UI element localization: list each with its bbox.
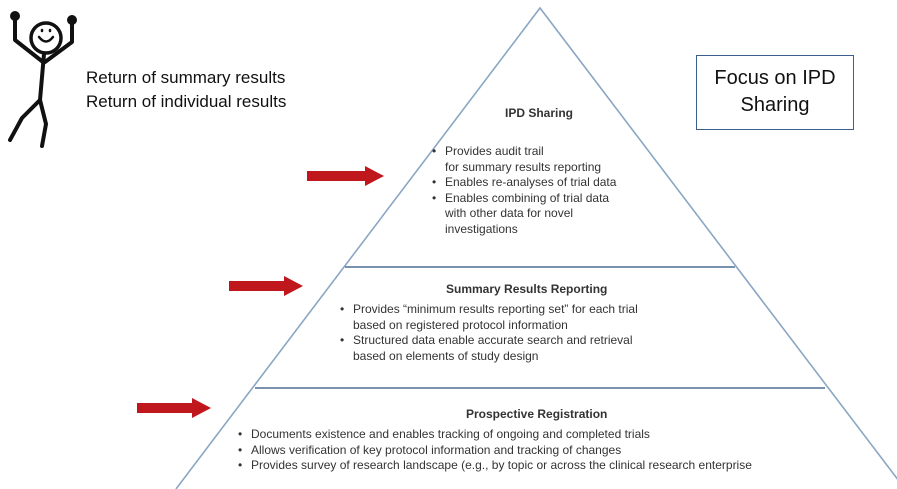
tier-title-ipd: IPD Sharing — [505, 106, 574, 120]
bullet-continuation: for summary results reporting — [445, 159, 602, 174]
bullet-item: Provides survey of research landscape (e… — [238, 458, 752, 474]
bullet-item: Provides “minimum results reporting set”… — [340, 302, 638, 318]
focus-box: Focus on IPD Sharing — [696, 55, 854, 130]
bullet-item: Enables re-analyses of trial data — [432, 175, 616, 191]
pyramid-outline — [175, 6, 897, 489]
return-summary-text: Return of summary results — [86, 68, 286, 87]
arrow-icon-ipd — [307, 166, 384, 186]
bullet-item: Structured data enable accurate search a… — [340, 333, 638, 349]
focus-box-line1: Focus on IPD — [714, 67, 836, 89]
bullet-item: Documents existence and enables tracking… — [238, 427, 752, 443]
bullet-continuation: investigations — [445, 221, 518, 236]
return-individual-text: Return of individual results — [86, 92, 287, 111]
tier-title-summary: Summary Results Reporting — [446, 282, 608, 296]
tier-bullets-summary: Provides “minimum results reporting set”… — [340, 302, 638, 364]
bullet-continuation: based on registered protocol information — [353, 317, 568, 332]
arrow-icon-registration — [137, 398, 211, 418]
bullet-item: Enables combining of trial data — [432, 191, 616, 207]
bullet-continuation: with other data for novel — [445, 206, 574, 220]
arrow-icon-summary — [229, 276, 303, 296]
bullet-continuation: based on elements of study design — [353, 348, 539, 363]
bullet-item: Provides audit trail — [432, 144, 616, 160]
tier-bullets-ipd: Provides audit trail for summary results… — [432, 144, 616, 237]
stick-figure-icon — [8, 11, 77, 148]
bullet-item: Allows verification of key protocol info… — [238, 443, 752, 459]
tier-bullets-registration: Documents existence and enables tracking… — [238, 427, 752, 474]
tier-title-registration: Prospective Registration — [466, 407, 608, 421]
return-results-note: Return of summary results Return of indi… — [86, 66, 286, 114]
focus-box-line2: Sharing — [740, 94, 810, 116]
